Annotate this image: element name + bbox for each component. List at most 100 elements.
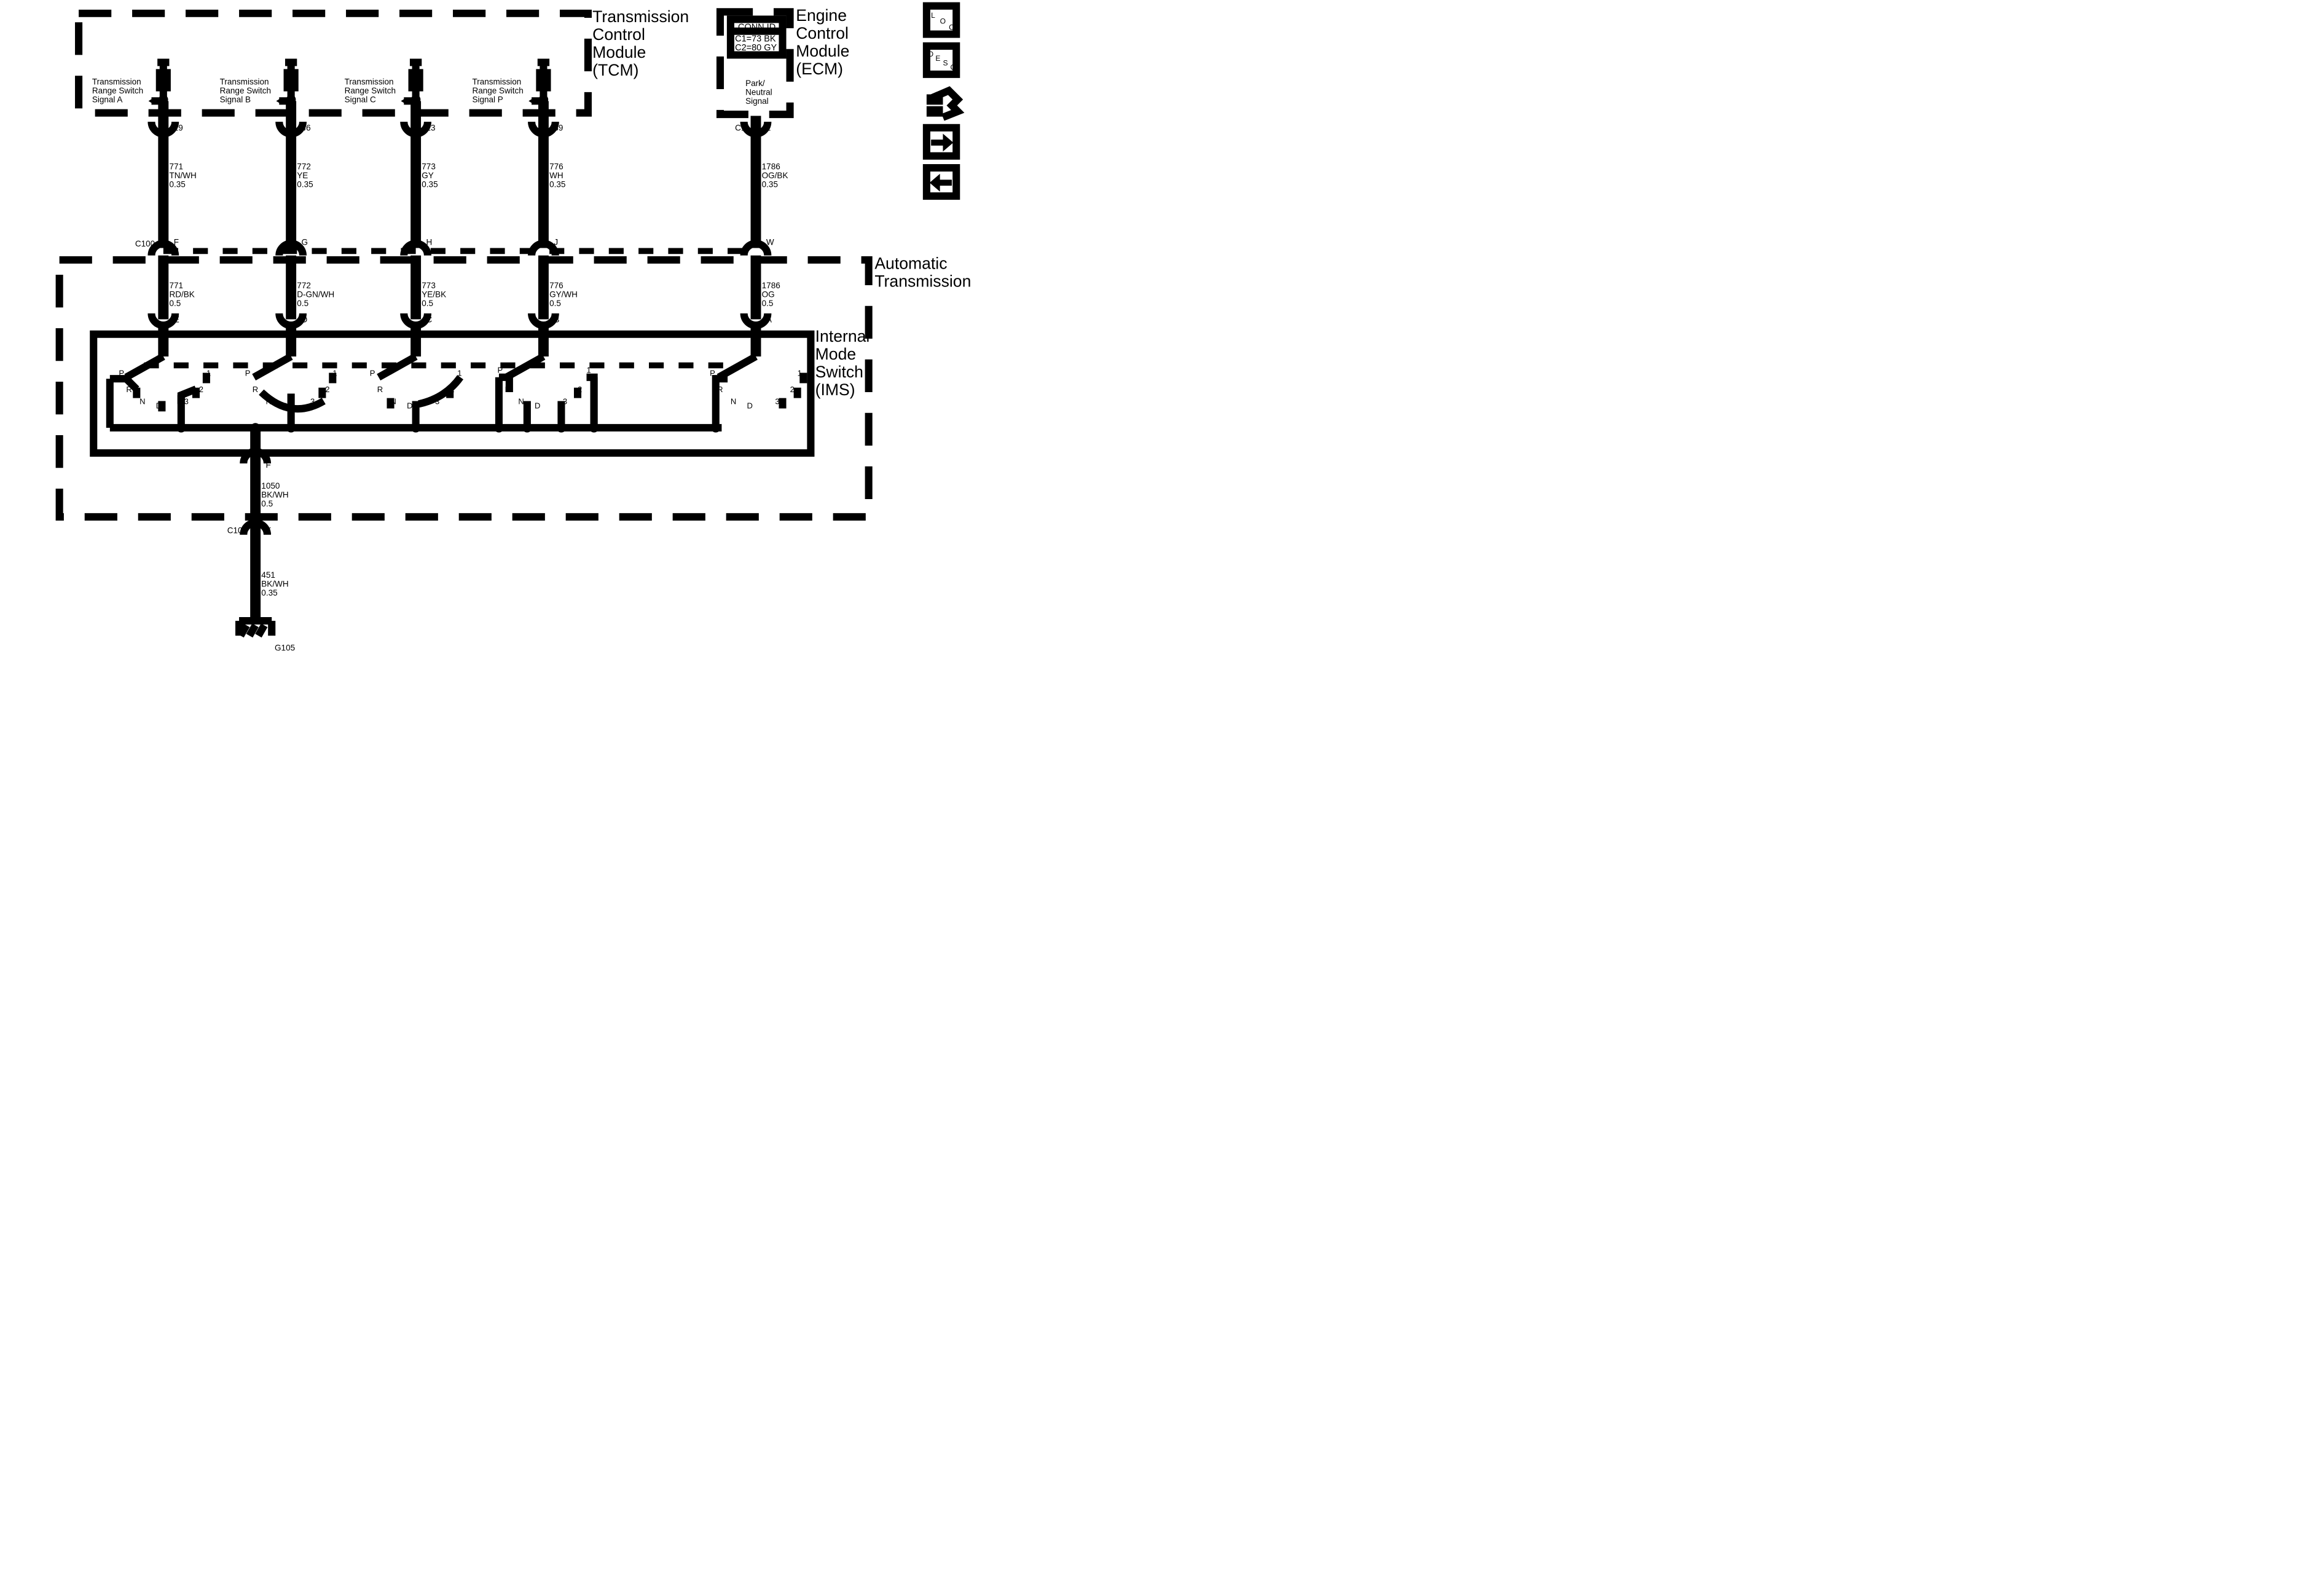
c100-pin: W bbox=[766, 238, 774, 247]
signal-label: Signal B bbox=[220, 95, 251, 104]
switch-position-label: P bbox=[498, 366, 503, 375]
transmission-label: Transmission bbox=[874, 272, 971, 290]
lower-wire-label: OG bbox=[762, 289, 775, 299]
wrench-arrows-icon[interactable] bbox=[926, 86, 965, 121]
upper-wire-label: TN/WH bbox=[169, 171, 196, 180]
switch-position-label: 2 bbox=[199, 385, 203, 394]
switch-bridge bbox=[259, 389, 326, 413]
signal-label: Signal C bbox=[345, 95, 376, 104]
desc-icon-letter: E bbox=[935, 54, 940, 63]
upper-wire-label: 1786 bbox=[762, 162, 780, 171]
tcm-label: Module bbox=[592, 43, 646, 61]
signal-arrow-icon bbox=[401, 97, 407, 105]
lower-wire-label: 773 bbox=[422, 281, 436, 290]
upper-wire-label: 772 bbox=[297, 162, 311, 171]
ecm-signal-label: Park/ bbox=[745, 79, 765, 88]
switch-position-label: 3 bbox=[184, 396, 189, 406]
switch-position-label: N bbox=[518, 396, 524, 406]
signal-label: Transmission bbox=[472, 77, 521, 87]
module-boxes: TransmissionControlModule(TCM)EngineCont… bbox=[55, 6, 971, 521]
c100-connector bbox=[275, 240, 307, 256]
desc-icon-letter: D bbox=[928, 50, 933, 58]
ecm-label: Module bbox=[796, 42, 849, 60]
ground-wire-label: 1050 bbox=[261, 481, 280, 490]
signal-label: Range Switch bbox=[345, 86, 396, 95]
ims-pin: D bbox=[302, 315, 308, 324]
ground-wire-label: BK/WH bbox=[261, 490, 288, 500]
ecm-connector-id: C1 bbox=[735, 124, 745, 133]
ecm-label: Control bbox=[796, 24, 849, 42]
c100-label: C100 bbox=[227, 526, 247, 535]
switch-position-label: R bbox=[253, 385, 258, 394]
tcm-label: (TCM) bbox=[592, 61, 638, 79]
lower-wire-label: YE/BK bbox=[422, 289, 446, 299]
ground-symbol-icon bbox=[255, 623, 268, 638]
lower-wire-label: 0.5 bbox=[422, 299, 433, 308]
transmission-box bbox=[55, 256, 873, 521]
switch-position-label: D bbox=[407, 401, 412, 411]
switch-position-label: 2 bbox=[790, 385, 795, 394]
tcm-connector bbox=[275, 121, 307, 138]
signal-label: Transmission bbox=[92, 77, 141, 87]
lower-wire-label: 0.5 bbox=[762, 299, 774, 308]
desc-icon-letter: C bbox=[951, 63, 956, 72]
c100-pin: F bbox=[174, 238, 179, 247]
c100-connector bbox=[740, 240, 772, 256]
signal-arrow-icon bbox=[148, 97, 155, 105]
ground-wire-label: 0.5 bbox=[261, 499, 273, 508]
ims-pin: A bbox=[766, 315, 772, 324]
upper-wire-label: 0.35 bbox=[297, 179, 313, 189]
switch-position-label: D bbox=[535, 401, 540, 411]
switch-position-label: P bbox=[370, 368, 375, 377]
c100-pin: G bbox=[302, 238, 308, 247]
upper-wire-label: 773 bbox=[422, 162, 436, 171]
ims-label: Switch bbox=[815, 363, 863, 381]
loc-icon[interactable]: LOC bbox=[922, 2, 960, 38]
arrow-left-icon-shape bbox=[929, 173, 952, 192]
switch-bridge bbox=[498, 373, 513, 392]
tcm-pin: 29 bbox=[174, 124, 183, 133]
loc-icon-frame bbox=[922, 2, 960, 38]
ims-ground-pin: F bbox=[266, 460, 271, 470]
tcm-connector bbox=[400, 121, 431, 138]
pull-up-resistor bbox=[408, 69, 423, 92]
ground-symbol-icon bbox=[246, 623, 259, 638]
switch-blade bbox=[377, 353, 418, 381]
lower-wire-label: GY/WH bbox=[549, 289, 578, 299]
tcm-label: Control bbox=[592, 25, 645, 44]
ims-box bbox=[90, 330, 815, 457]
c100-pin: H bbox=[426, 238, 433, 247]
arrow-right-icon[interactable] bbox=[922, 124, 960, 160]
upper-wire-label: WH bbox=[549, 171, 563, 180]
upper-wire-label: 771 bbox=[169, 162, 183, 171]
pull-up-resistor bbox=[536, 69, 551, 92]
switch-bridge bbox=[418, 375, 464, 408]
lower-wire-label: 0.5 bbox=[297, 299, 308, 308]
signal-arrow-icon bbox=[528, 97, 535, 105]
c100-ground-pin: K bbox=[266, 526, 272, 535]
upper-wire-label: 776 bbox=[549, 162, 563, 171]
signal-label: Range Switch bbox=[220, 86, 271, 95]
lower-wire-label: 776 bbox=[549, 281, 563, 290]
arrow-left-icon[interactable] bbox=[922, 164, 960, 200]
pull-up-resistor bbox=[283, 69, 299, 92]
signal-label: Transmission bbox=[220, 77, 269, 87]
switch-position-label: N bbox=[139, 396, 145, 406]
upper-wire-label: 0.35 bbox=[762, 179, 778, 189]
switch-position-label: P bbox=[245, 368, 251, 377]
switch-bridge bbox=[177, 385, 198, 404]
ims-pin: E bbox=[174, 315, 179, 324]
tcm-pin: 39 bbox=[554, 124, 563, 133]
lower-wire-label: D-GN/WH bbox=[297, 289, 334, 299]
switch-position-label: 3 bbox=[775, 396, 779, 406]
desc-icon-frame bbox=[922, 42, 960, 78]
upper-wire-label: 0.35 bbox=[549, 179, 565, 189]
